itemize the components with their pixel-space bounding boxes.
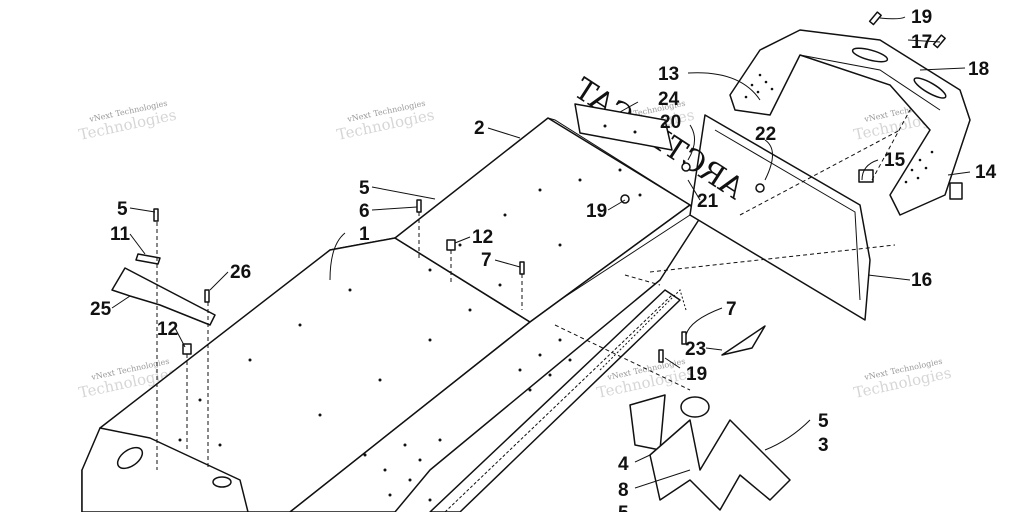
callout-18: 18	[968, 59, 989, 80]
callout-13: 13	[658, 64, 679, 85]
callout-8: 8	[618, 480, 629, 501]
bumper-grip-holes	[744, 73, 934, 184]
bolt	[416, 199, 422, 213]
callout-5b: 5	[359, 178, 370, 199]
strap-clip	[135, 253, 161, 265]
bolt	[204, 289, 210, 303]
bumper-slot	[913, 77, 947, 99]
bolt	[658, 349, 664, 363]
front-bracket	[111, 267, 216, 326]
callout-17: 17	[911, 32, 932, 53]
nut-clip	[858, 169, 874, 183]
rail-perforations	[444, 294, 673, 512]
callout-11: 11	[110, 224, 131, 245]
callout-19b: 19	[586, 201, 607, 222]
bumper-slot	[851, 47, 889, 63]
callout-1: 1	[359, 224, 370, 245]
washer	[681, 162, 691, 172]
lower-bracket-left	[629, 394, 666, 451]
callout-7b: 7	[726, 299, 737, 320]
support-washer	[680, 396, 710, 418]
wedge-part	[721, 325, 766, 356]
rear-deck-edge	[547, 117, 696, 209]
screw	[868, 11, 882, 26]
callout-6: 6	[359, 201, 370, 222]
callout-12b: 12	[157, 319, 178, 340]
callout-24: 24	[658, 89, 680, 110]
tunnel-bend-line	[559, 214, 691, 301]
callout-19a: 19	[911, 7, 932, 28]
snow-flap-body	[689, 114, 871, 321]
snow-flap-inner-edge	[714, 129, 861, 301]
rear-bumper	[729, 29, 971, 216]
callout-labels: 19 17 18 13 24 20 22 15 14 21 16 2 5 6 1…	[90, 7, 997, 512]
callout-2: 2	[474, 118, 485, 139]
rail-teeth	[599, 289, 687, 371]
callout-3: 3	[818, 435, 829, 456]
callout-14: 14	[975, 162, 997, 183]
callout-5a: 5	[117, 199, 128, 220]
callout-16: 16	[911, 270, 932, 291]
bolt	[519, 261, 525, 275]
leader-lines	[111, 16, 971, 489]
callout-5d: 5	[618, 503, 629, 512]
tunnel-front-lip	[81, 427, 249, 512]
tunnel-slot	[116, 446, 144, 470]
plate-hole	[633, 130, 637, 134]
bolt	[681, 331, 687, 345]
callout-23: 23	[685, 339, 706, 360]
rear-bumper-body	[729, 29, 971, 216]
callout-4: 4	[618, 454, 629, 475]
callout-12a: 12	[472, 227, 493, 248]
callout-25: 25	[90, 299, 112, 320]
bumper-clip	[949, 182, 963, 200]
slide-rail	[429, 289, 681, 512]
screw	[932, 34, 946, 49]
bolt	[153, 208, 159, 222]
callout-5c: 5	[818, 411, 829, 432]
tunnel-assembly	[81, 117, 701, 512]
plate-hole	[603, 124, 607, 128]
tunnel-hole	[212, 476, 232, 488]
callout-7a: 7	[481, 250, 492, 271]
callout-15: 15	[884, 150, 906, 171]
callout-22: 22	[755, 124, 776, 145]
washer	[755, 183, 765, 193]
lower-support-plate	[649, 419, 791, 511]
rivet-nut	[446, 239, 456, 251]
callout-19c: 19	[686, 364, 707, 385]
callout-20: 20	[660, 112, 681, 133]
plate-panel	[574, 103, 673, 151]
callout-21: 21	[697, 191, 719, 212]
deck-holes	[178, 168, 642, 502]
callout-26: 26	[230, 262, 251, 283]
rear-bumper-crossbar	[799, 54, 941, 111]
fasteners	[153, 11, 963, 363]
